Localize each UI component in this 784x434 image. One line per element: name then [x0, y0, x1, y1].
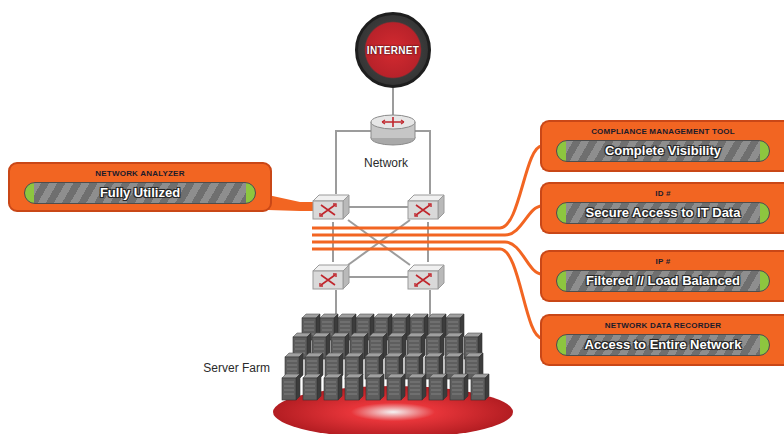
callout-text: Fully Utilized: [100, 183, 180, 203]
striped-band: Secure Access to IT Data: [556, 202, 770, 224]
callout-heading: ID #: [542, 184, 784, 199]
striped-band: Fully Utilized: [24, 182, 256, 204]
callout-box: NETWORK ANALYZER Fully Utilized: [8, 162, 272, 212]
switch-symbols: [313, 195, 444, 289]
internet-circle: INTERNET: [355, 12, 431, 88]
callout-heading: COMPLIANCE MANAGEMENT TOOL: [542, 122, 784, 137]
callout-box: COMPLIANCE MANAGEMENT TOOL Complete Visib…: [540, 120, 784, 172]
striped-band: Complete Visibility: [556, 140, 770, 162]
router-symbol: [371, 115, 415, 145]
callout-box: ID # Secure Access to IT Data: [540, 182, 784, 234]
striped-band: Access to Entire Network: [556, 334, 770, 356]
text-label: Network: [364, 156, 408, 170]
striped-band: Filtered // Load Balanced: [556, 270, 770, 292]
callout-text: Access to Entire Network: [585, 335, 742, 355]
callout-text: Complete Visibility: [605, 141, 721, 161]
callout-text: Filtered // Load Balanced: [586, 271, 740, 291]
node-label: INTERNET: [367, 45, 419, 56]
callout-text: Secure Access to IT Data: [586, 203, 741, 223]
callout-heading: NETWORK ANALYZER: [10, 164, 270, 179]
server-racks: [282, 314, 489, 400]
text-label: Server Farm: [203, 361, 270, 375]
callout-heading: IP #: [542, 252, 784, 267]
callout-leaders: [312, 146, 542, 338]
callout-box: IP # Filtered // Load Balanced: [540, 250, 784, 302]
analyzer-leader: [268, 195, 314, 211]
callout-box: NETWORK DATA RECORDER Access to Entire Ne…: [540, 314, 784, 366]
callout-heading: NETWORK DATA RECORDER: [542, 316, 784, 331]
